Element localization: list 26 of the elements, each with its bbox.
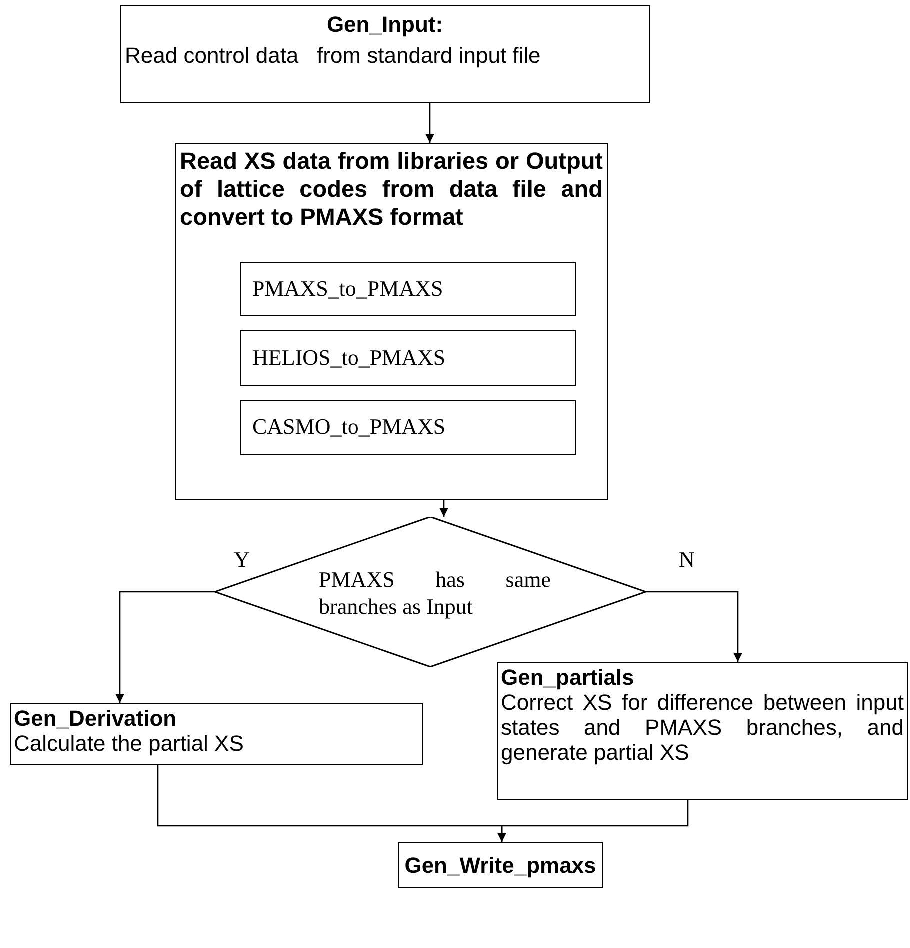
arrow: [116, 591, 215, 703]
arrow: [498, 800, 689, 842]
description-text: Read control data from standard input file: [125, 43, 542, 68]
arrow: [426, 103, 434, 143]
module-box: [240, 262, 576, 316]
module-box: [240, 330, 576, 386]
decision-text: PMAXS has same branches as Input: [319, 566, 551, 620]
process-box: [398, 842, 603, 888]
group-box: [175, 143, 608, 500]
description-text: Correct XS for difference between input states and PMAXS branches, and generate partial XS: [501, 690, 904, 765]
heading-text: Read XS data from libraries or Output of lattice codes from data file and convert to PMAXS format: [180, 147, 603, 231]
heading-text: Gen_Write_pmaxs: [404, 852, 596, 878]
module-box: [240, 400, 576, 454]
arrow: [440, 500, 448, 517]
module-name: HELIOS_to_PMAXS: [252, 344, 446, 370]
module-name: PMAXS_to_PMAXS: [252, 276, 444, 302]
heading-text: Gen_Derivation: [14, 706, 178, 731]
decision-diamond: [215, 517, 646, 667]
arrow: [646, 591, 742, 662]
heading-text: Gen_partials: [501, 665, 636, 690]
module-name: CASMO_to_PMAXS: [252, 414, 446, 440]
process-box: [10, 703, 423, 765]
process-box: [120, 5, 650, 103]
description-text: Calculate the partial XS: [14, 731, 245, 756]
heading-text: Gen_Input:: [326, 12, 444, 37]
process-box: [497, 662, 908, 800]
